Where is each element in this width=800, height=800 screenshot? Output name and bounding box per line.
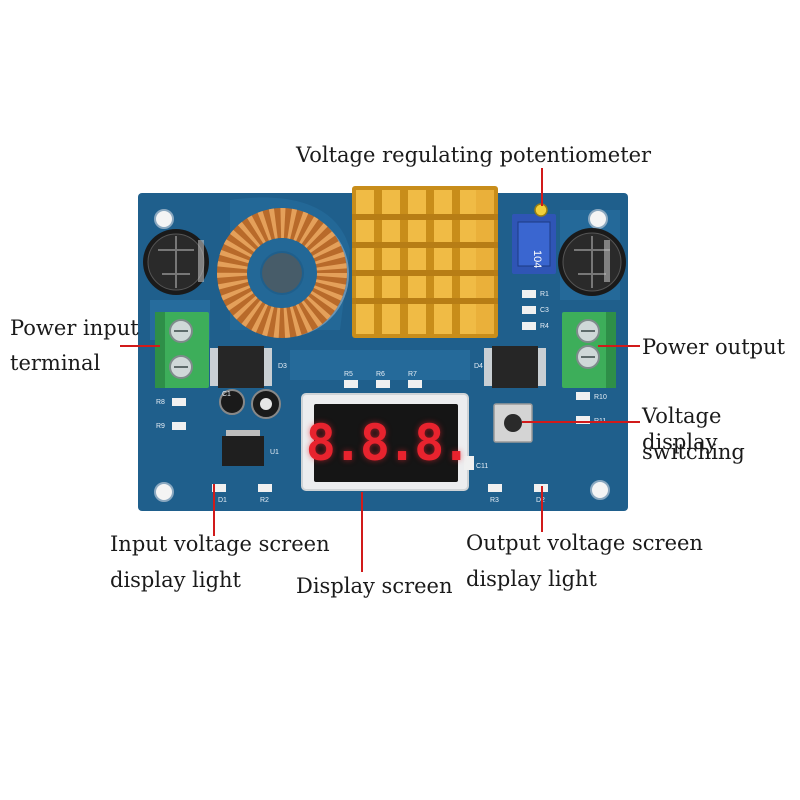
- mounting-hole: [154, 482, 174, 502]
- silk-r6: R6: [376, 371, 385, 378]
- smd-component: [172, 398, 186, 406]
- silk-r10: R10: [594, 394, 607, 401]
- smd-component: [258, 484, 272, 492]
- smd-component: [576, 416, 590, 424]
- silk-u1: U1: [270, 449, 279, 456]
- smd-component: [344, 380, 358, 388]
- silk-r1: R1: [540, 291, 549, 298]
- label-power-input-line2: terminal: [10, 351, 101, 375]
- label-switching-line1: Voltage display: [642, 404, 722, 454]
- mounting-hole: [590, 480, 610, 500]
- smd-component: [408, 380, 422, 388]
- label-potentiometer: Voltage regulating potentiometer: [296, 143, 652, 167]
- heatsink: [352, 186, 498, 338]
- smd-component: [522, 306, 536, 314]
- output-terminal: [562, 312, 616, 388]
- smd-component: [212, 484, 226, 492]
- smd-component: [522, 322, 536, 330]
- silk-r2: R2: [260, 497, 269, 504]
- display-digits: 8.8.8.: [305, 414, 472, 472]
- mounting-hole: [588, 209, 608, 229]
- silk-c1: C1: [222, 391, 231, 398]
- silk-d4: D4: [474, 363, 483, 370]
- diode-d4: [484, 346, 546, 388]
- silk-d3: D3: [278, 363, 287, 370]
- smd-component: [576, 392, 590, 400]
- display-module: [301, 393, 469, 491]
- mounting-hole: [154, 209, 174, 229]
- label-input-light-line2: display light: [110, 568, 241, 592]
- silk-r7: R7: [408, 371, 417, 378]
- label-power-input-line1: Power input: [10, 316, 139, 340]
- silk-d2: D2: [536, 497, 545, 504]
- smd-component: [522, 290, 536, 298]
- silk-c3: C3: [540, 307, 549, 314]
- label-output-light-line2: display light: [466, 567, 597, 591]
- silk-d1: D1: [218, 497, 227, 504]
- diode-d3: [210, 346, 272, 388]
- switch-button: [493, 403, 533, 443]
- silk-r8: R8: [156, 399, 165, 406]
- input-terminal: [155, 312, 209, 388]
- pcb-trace: [290, 350, 470, 380]
- regulator-u1: [222, 436, 264, 466]
- smd-component: [488, 484, 502, 492]
- pot-marking: 104: [531, 250, 543, 268]
- silk-c11: C11: [476, 463, 488, 470]
- label-output-light-line1: Output voltage screen: [466, 531, 703, 555]
- silk-r5: R5: [344, 371, 353, 378]
- silk-r3: R3: [490, 497, 499, 504]
- label-switching-line2: switching: [642, 440, 745, 464]
- silk-r9: R9: [156, 423, 165, 430]
- silk-r4: R4: [540, 323, 549, 330]
- label-input-light-line1: Input voltage screen: [110, 532, 330, 556]
- smd-component: [172, 422, 186, 430]
- display-screen: 8.8.8.: [306, 408, 472, 478]
- smd-component: [376, 380, 390, 388]
- small-capacitor: [219, 389, 245, 415]
- label-power-output: Power output: [642, 335, 786, 359]
- smd-component: [464, 456, 474, 470]
- label-display-screen: Display screen: [296, 574, 453, 598]
